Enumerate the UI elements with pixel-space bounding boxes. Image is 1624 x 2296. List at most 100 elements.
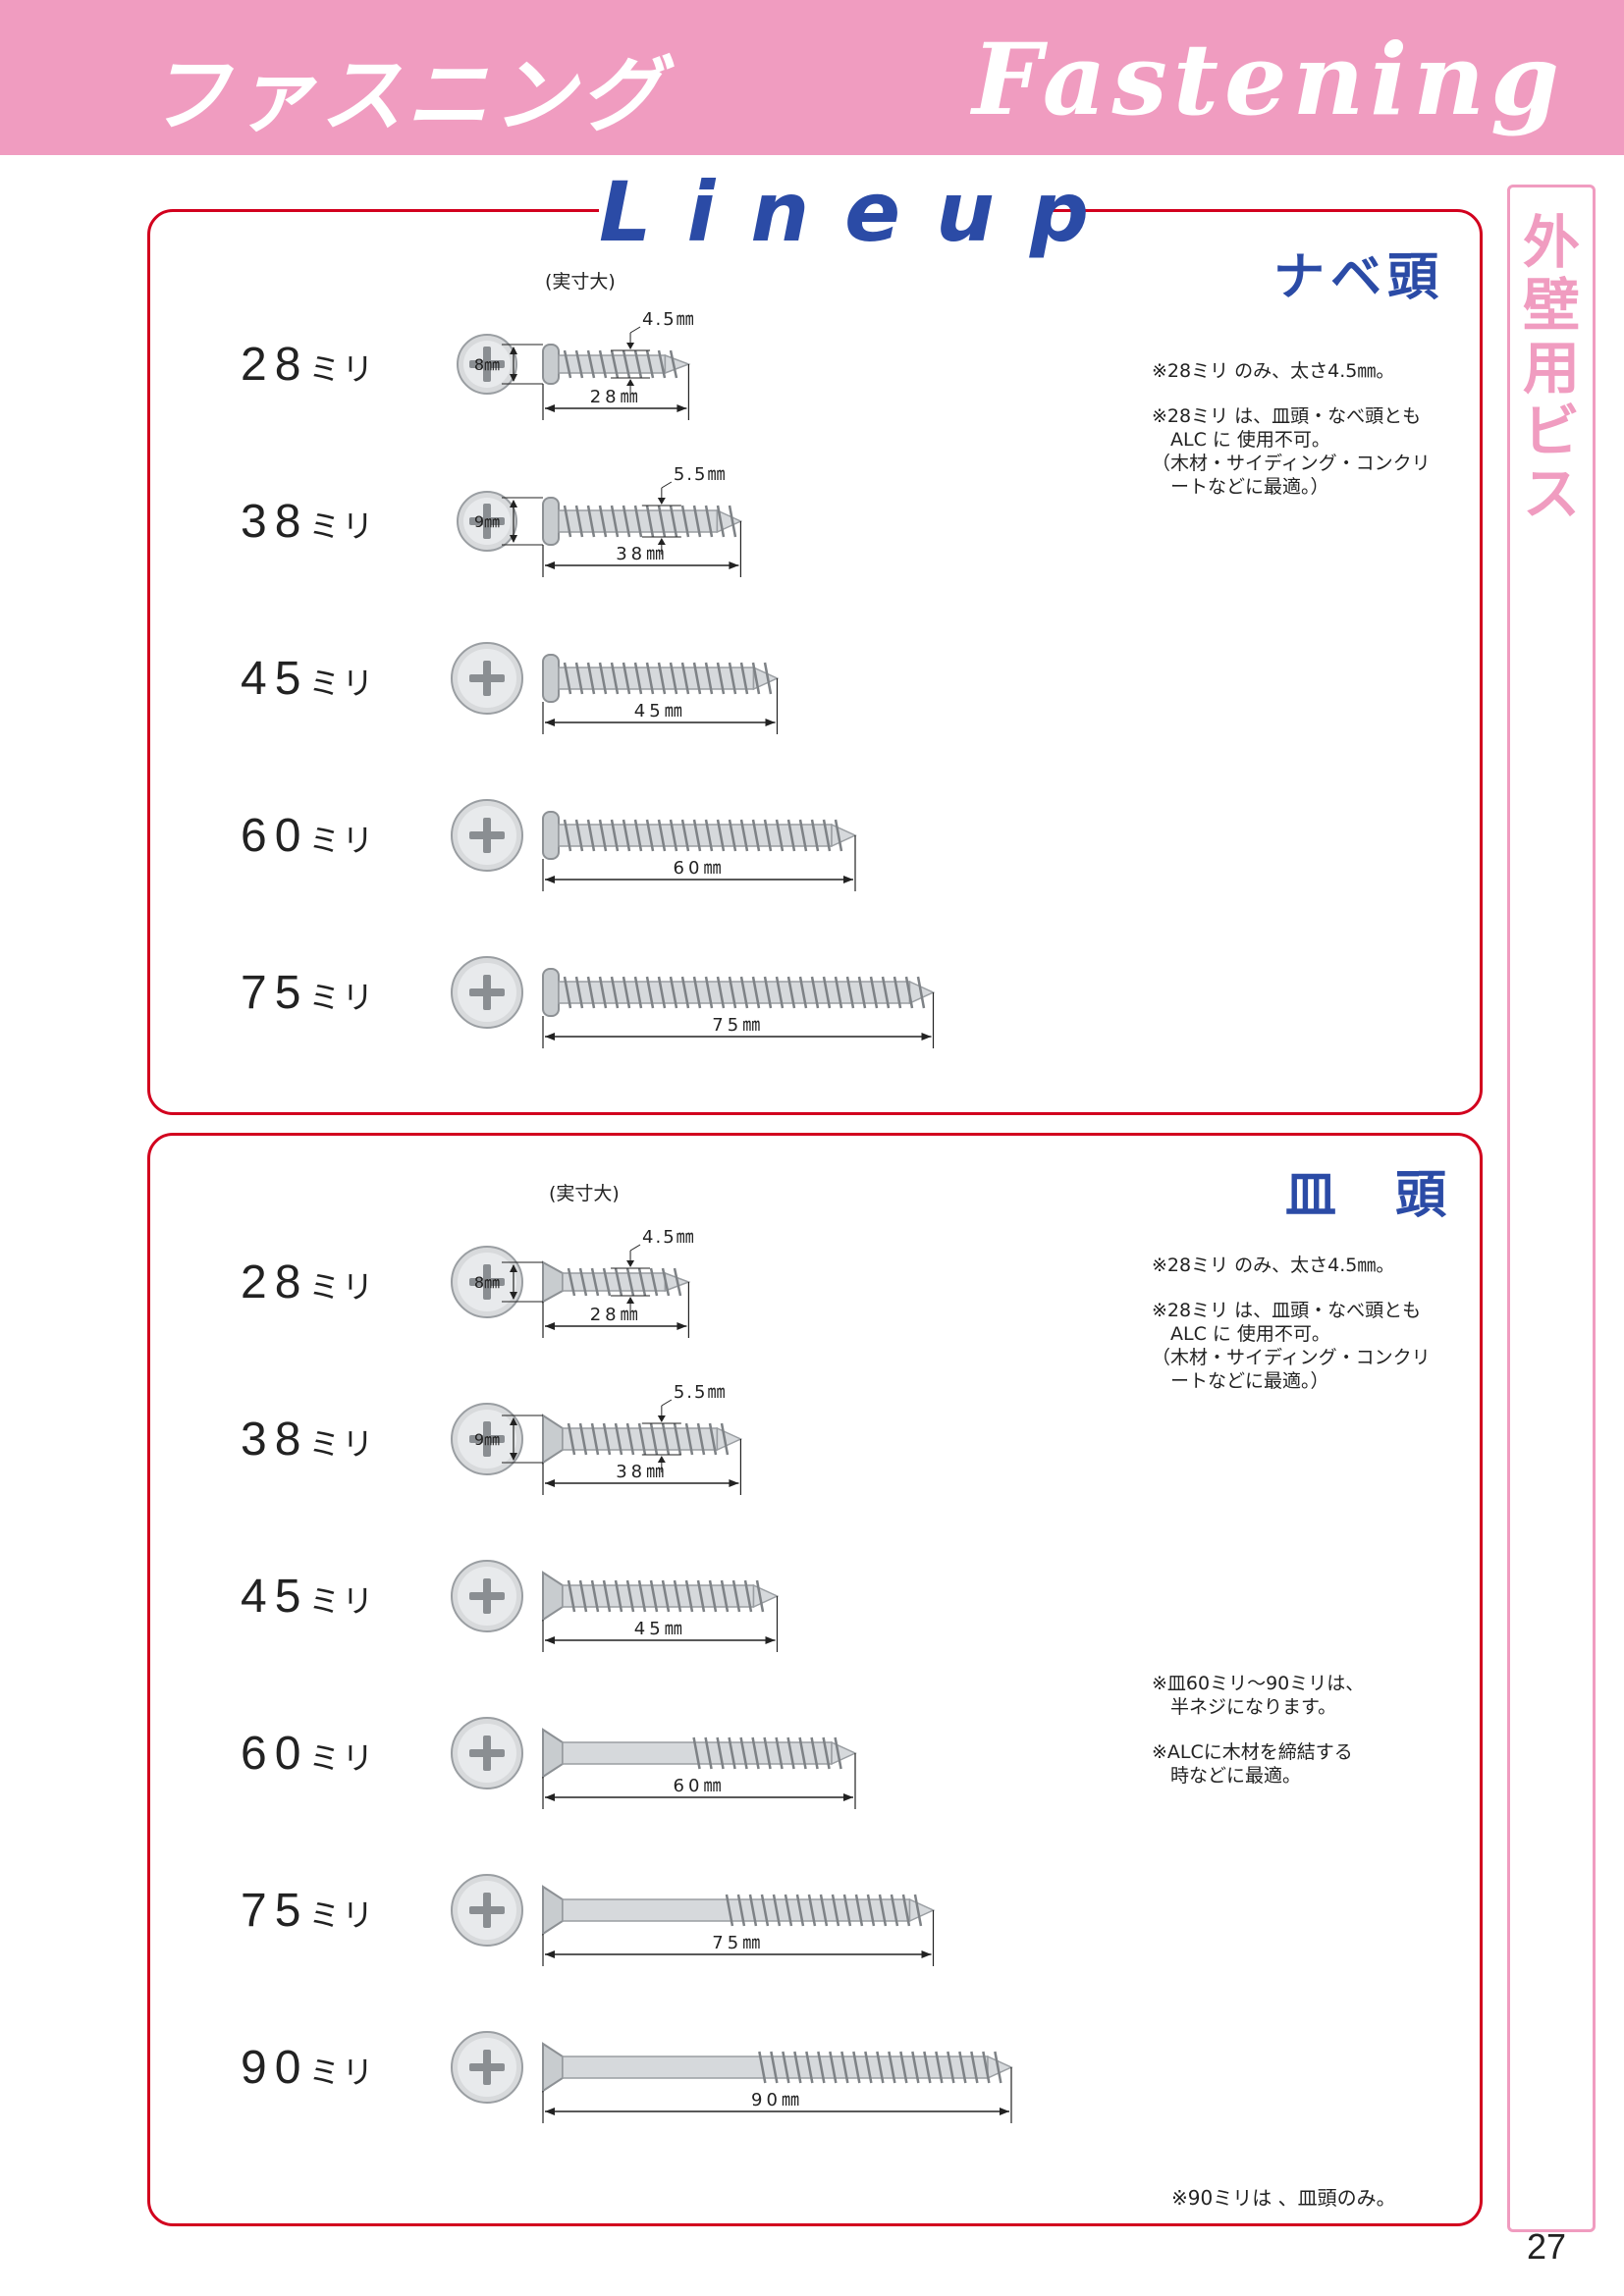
screw-row: 90ミリ 90㎜ bbox=[150, 2013, 1480, 2131]
thread-line bbox=[720, 1422, 730, 1456]
size-unit: ミリ bbox=[308, 508, 376, 544]
phillips-head-icon bbox=[451, 642, 523, 715]
thread-line bbox=[899, 2051, 908, 2084]
length-label: 28㎜ bbox=[590, 387, 642, 407]
arrow-head bbox=[843, 1793, 853, 1801]
flat-head bbox=[542, 1260, 564, 1304]
thread-line bbox=[614, 1422, 623, 1456]
thread-line bbox=[782, 2051, 790, 2084]
screw-row: 60ミリ 60㎜ bbox=[150, 781, 1480, 899]
thread-line bbox=[772, 1894, 782, 1927]
thread-line bbox=[923, 2051, 932, 2084]
size-number: 90 bbox=[241, 2042, 309, 2094]
page-number: 27 bbox=[1527, 2226, 1567, 2267]
screw-side-view: 60㎜ bbox=[542, 811, 857, 891]
screw-side-view: 45㎜ bbox=[542, 1571, 780, 1652]
size-number: 38 bbox=[241, 1414, 309, 1466]
arrow-head bbox=[765, 1636, 776, 1644]
screw-tip bbox=[716, 1426, 743, 1452]
thread-line bbox=[704, 662, 714, 695]
thread-line bbox=[751, 1736, 760, 1770]
arrow-head bbox=[657, 538, 666, 545]
thread-line bbox=[567, 1579, 576, 1613]
thread-line bbox=[680, 505, 690, 538]
cross-slot bbox=[483, 1421, 491, 1457]
thread-line bbox=[786, 819, 796, 852]
thread-line bbox=[633, 505, 643, 538]
thread-line bbox=[586, 976, 596, 1009]
thread-line bbox=[751, 819, 761, 852]
length-label: 90㎜ bbox=[751, 2090, 803, 2110]
thread-diameter-label: 5.5㎜ bbox=[674, 1382, 728, 1403]
size-number: 28 bbox=[241, 1256, 309, 1308]
thread-line bbox=[728, 662, 737, 695]
thread-line bbox=[586, 819, 596, 852]
thread-line bbox=[935, 2051, 944, 2084]
size-unit: ミリ bbox=[308, 2055, 376, 2090]
phillips-head-icon bbox=[451, 1403, 523, 1475]
size-label: 38ミリ bbox=[241, 495, 375, 549]
thread-line bbox=[622, 349, 631, 379]
thread-line bbox=[598, 662, 608, 695]
thread-line bbox=[840, 2051, 849, 2084]
arrow-head bbox=[626, 379, 635, 386]
screw-tip bbox=[716, 508, 743, 534]
size-label: 60ミリ bbox=[241, 1727, 375, 1781]
thread-line bbox=[755, 1579, 765, 1613]
thread-line bbox=[645, 662, 655, 695]
thread-line bbox=[563, 662, 572, 695]
screw-tip bbox=[752, 666, 780, 691]
arrow-head bbox=[843, 876, 853, 883]
thread-line bbox=[994, 2051, 1002, 2084]
header-title-jp: ファスニング bbox=[147, 47, 667, 143]
sidebar-char: 外 bbox=[1522, 209, 1580, 276]
thread-line bbox=[720, 1579, 730, 1613]
thread-line bbox=[696, 1579, 706, 1613]
arrow-head bbox=[626, 1260, 635, 1267]
length-label: 45㎜ bbox=[634, 1619, 686, 1639]
leader-line bbox=[629, 1244, 641, 1252]
thread-line bbox=[770, 2051, 779, 2084]
head-height-label: 8㎜ bbox=[474, 1273, 500, 1292]
size-label: 60ミリ bbox=[241, 809, 375, 863]
thread-line bbox=[649, 1422, 659, 1456]
screw-side-view: 90㎜ bbox=[542, 2042, 1013, 2123]
arrow-head bbox=[729, 1479, 739, 1487]
length-label: 75㎜ bbox=[712, 1015, 764, 1036]
thread-line bbox=[657, 349, 667, 379]
phillips-head-icon bbox=[451, 2031, 523, 2104]
thread-line bbox=[610, 819, 620, 852]
arrow-head bbox=[545, 1636, 555, 1644]
page-header: ファスニング Fastening bbox=[0, 0, 1624, 155]
thread-line bbox=[680, 976, 690, 1009]
thread-line bbox=[739, 819, 749, 852]
phillips-head-icon bbox=[451, 1246, 523, 1318]
actual-size-label: (実寸大) bbox=[545, 271, 616, 293]
thread-line bbox=[834, 976, 843, 1009]
thread-line bbox=[680, 819, 690, 852]
thread-line bbox=[866, 1894, 876, 1927]
thread-line bbox=[947, 2051, 955, 2084]
thread-line bbox=[622, 976, 631, 1009]
thread-line bbox=[661, 1422, 671, 1456]
size-number: 60 bbox=[241, 810, 309, 862]
screw-shank bbox=[558, 667, 755, 690]
screw-tip bbox=[908, 1897, 936, 1923]
thread-line bbox=[673, 1422, 682, 1456]
arrow-head bbox=[626, 343, 635, 349]
thread-line bbox=[805, 2051, 814, 2084]
pan-head bbox=[542, 344, 560, 385]
size-label: 45ミリ bbox=[241, 1570, 375, 1624]
thread-line bbox=[763, 976, 773, 1009]
arrow-head bbox=[657, 1415, 666, 1422]
thread-line bbox=[798, 1736, 807, 1770]
cross-slot bbox=[483, 975, 491, 1010]
thread-line bbox=[602, 1267, 612, 1297]
cross-slot bbox=[483, 1578, 491, 1614]
thread-line bbox=[888, 2051, 896, 2084]
thread-line bbox=[598, 349, 608, 379]
